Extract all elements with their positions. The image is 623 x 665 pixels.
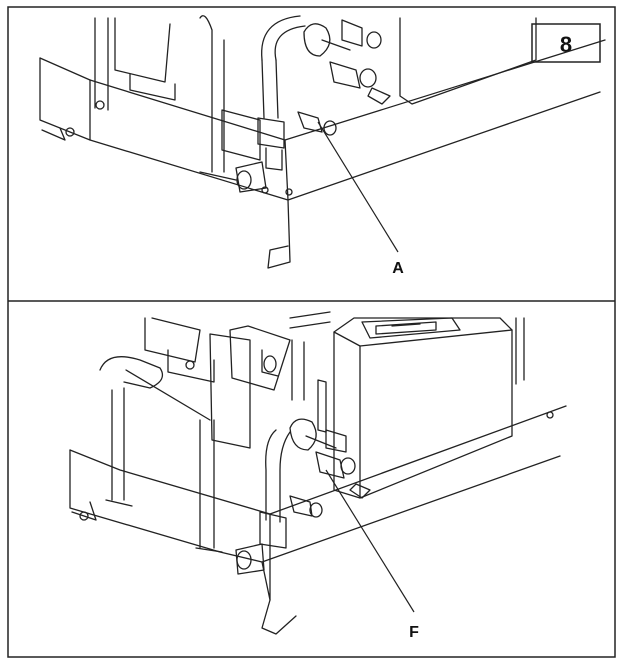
bottom-panel-drawing xyxy=(69,311,567,635)
top-panel-drawing xyxy=(39,15,606,269)
step-badge: 8 xyxy=(531,23,601,63)
callout-leader-a xyxy=(317,121,399,253)
callout-label-f: F xyxy=(409,624,419,641)
callout-label-a: A xyxy=(392,260,404,277)
callout-leader-f xyxy=(325,469,415,613)
outer-border xyxy=(7,6,616,658)
